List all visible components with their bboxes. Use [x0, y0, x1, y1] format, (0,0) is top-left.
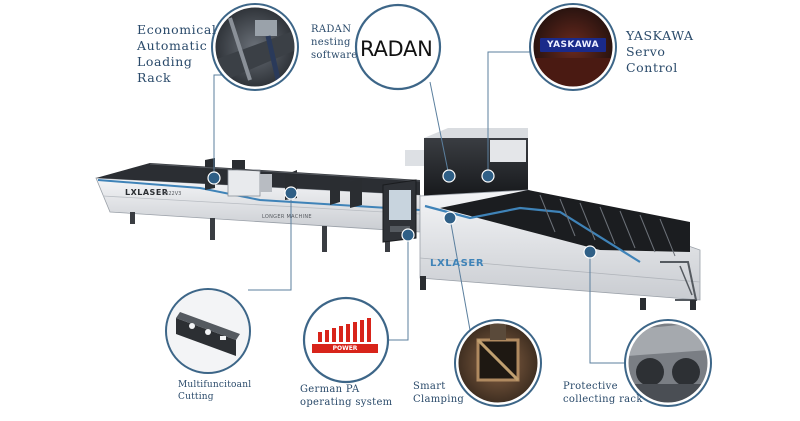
multifunctional-label: Multifuncitoanl Cutting [178, 380, 252, 402]
leader-lines [213, 51, 627, 364]
german-pa-bubble [302, 296, 390, 384]
radan-label: RADAN nesting software [311, 24, 358, 61]
multifunctional-bubble [165, 288, 251, 374]
machine-model-left: 6022V3 [162, 191, 182, 197]
protective-rack-bubble [624, 319, 712, 407]
yaskawa-logo: YASKAWA [540, 38, 606, 52]
marker-dots [207, 169, 597, 259]
machine-brand-right: LXLASER [430, 258, 485, 269]
radan-logo: RADAN [360, 37, 433, 61]
loading-rack-label: Economical Automatic Loading Rack [137, 22, 217, 85]
loading-rack-bubble [211, 3, 299, 91]
smart-clamping-bubble [454, 319, 542, 407]
yaskawa-label: YASKAWA Servo Control [626, 28, 694, 75]
machine-slogan: LONGER MACHINE [262, 214, 312, 220]
german-pa-label: German PA operating system [300, 384, 393, 408]
power-automation-logo: POWER AUTOMATION [322, 345, 368, 361]
radan-bubble [354, 3, 442, 91]
machine-brand-left: LXLASER [125, 188, 169, 197]
protective-rack-label: Protective collecting rack [563, 381, 643, 405]
smart-clamping-label: Smart Clamping [413, 381, 465, 405]
